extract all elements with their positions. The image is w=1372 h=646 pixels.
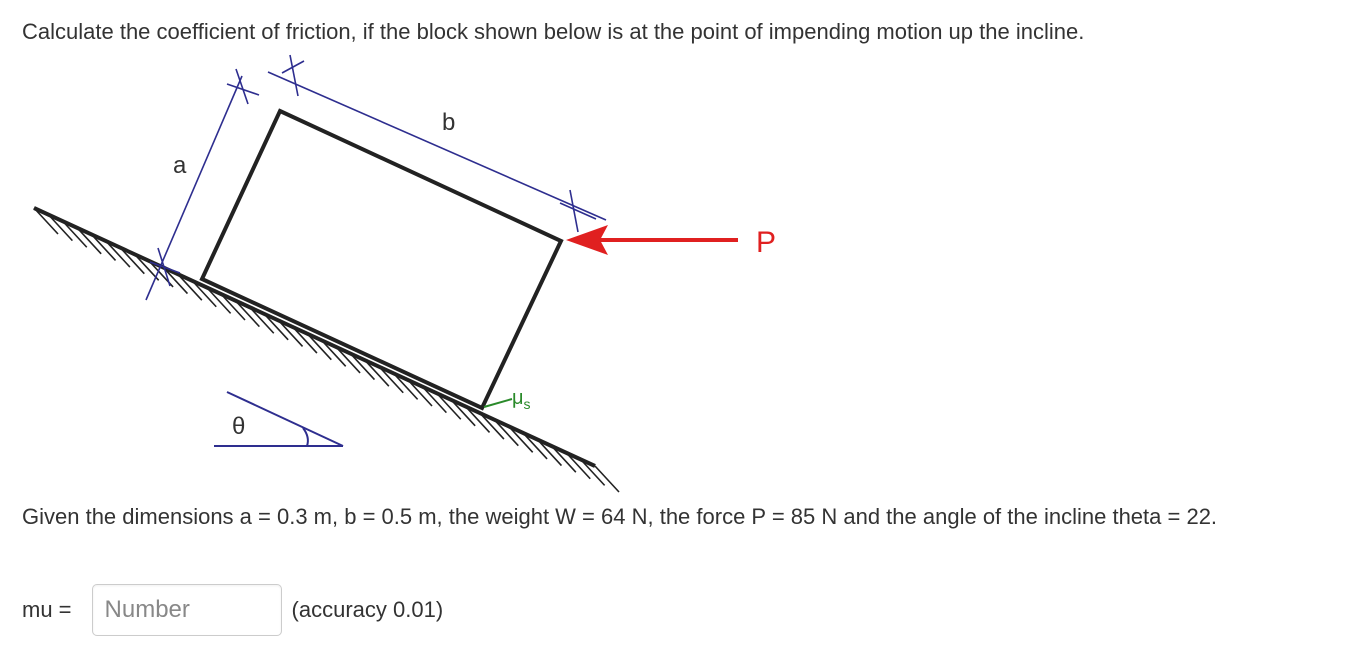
incline-hatching: [33, 207, 620, 493]
dimension-b-label: b: [442, 109, 455, 136]
hatch-line: [479, 412, 505, 440]
hatch-line: [464, 405, 491, 434]
hatch-line: [522, 432, 548, 460]
dimension-b: [267, 54, 607, 233]
hatch-line: [407, 379, 433, 407]
hatch-line: [493, 419, 519, 447]
hatch-line: [536, 438, 563, 467]
hatch-line: [436, 392, 462, 420]
hatch-line: [47, 214, 73, 242]
hatch-line: [364, 359, 390, 387]
hatch-line: [565, 452, 591, 480]
incline-diagram: a b P μs θ: [33, 54, 776, 493]
hatch-line: [62, 220, 88, 248]
hatch-line: [249, 306, 275, 334]
answer-row: mu = (accuracy 0.01): [22, 582, 443, 638]
hatch-line: [90, 233, 117, 262]
hatch-line: [378, 366, 404, 394]
angle-theta-label: θ: [232, 413, 245, 440]
hatch-line: [508, 425, 534, 453]
hatch-line: [177, 273, 203, 301]
hatch-line: [277, 319, 304, 348]
incline-surface: [33, 206, 596, 468]
accuracy-note: (accuracy 0.01): [291, 597, 444, 622]
block: [199, 108, 564, 411]
friction-coefficient-label: μs: [512, 387, 531, 412]
hatch-line: [33, 207, 59, 235]
hatch-line: [162, 266, 189, 295]
angle-indicator: [214, 391, 344, 447]
mu-answer-input[interactable]: [91, 584, 282, 636]
hatch-line: [393, 372, 419, 400]
hatch-line: [551, 445, 577, 473]
hatch-line: [134, 253, 160, 281]
hatch-line: [594, 465, 620, 493]
force-p-arrowhead: [566, 225, 608, 255]
hatch-line: [321, 339, 347, 367]
hatch-line: [306, 333, 332, 361]
question-text: Calculate the coefficient of friction, i…: [22, 19, 1085, 44]
hatch-line: [421, 386, 447, 414]
hatch-line: [450, 399, 476, 427]
hatch-line: [580, 458, 606, 486]
hatch-line: [191, 280, 217, 308]
hatch-line: [119, 247, 145, 275]
hatch-line: [349, 352, 376, 381]
answer-label: mu =: [22, 597, 72, 622]
hatch-line: [335, 346, 361, 374]
dimension-a-label: a: [173, 152, 187, 179]
given-values-text: Given the dimensions a = 0.3 m, b = 0.5 …: [22, 504, 1218, 529]
force-p-label: P: [756, 226, 776, 259]
hatch-line: [76, 227, 102, 255]
hatch-line: [105, 240, 131, 268]
hatch-line: [292, 326, 318, 354]
hatch-line: [263, 313, 289, 341]
friction-leader-line: [483, 398, 513, 408]
hatch-line: [234, 300, 260, 328]
dimension-a: [145, 68, 260, 301]
hatch-line: [220, 293, 246, 321]
hatch-line: [206, 286, 232, 314]
